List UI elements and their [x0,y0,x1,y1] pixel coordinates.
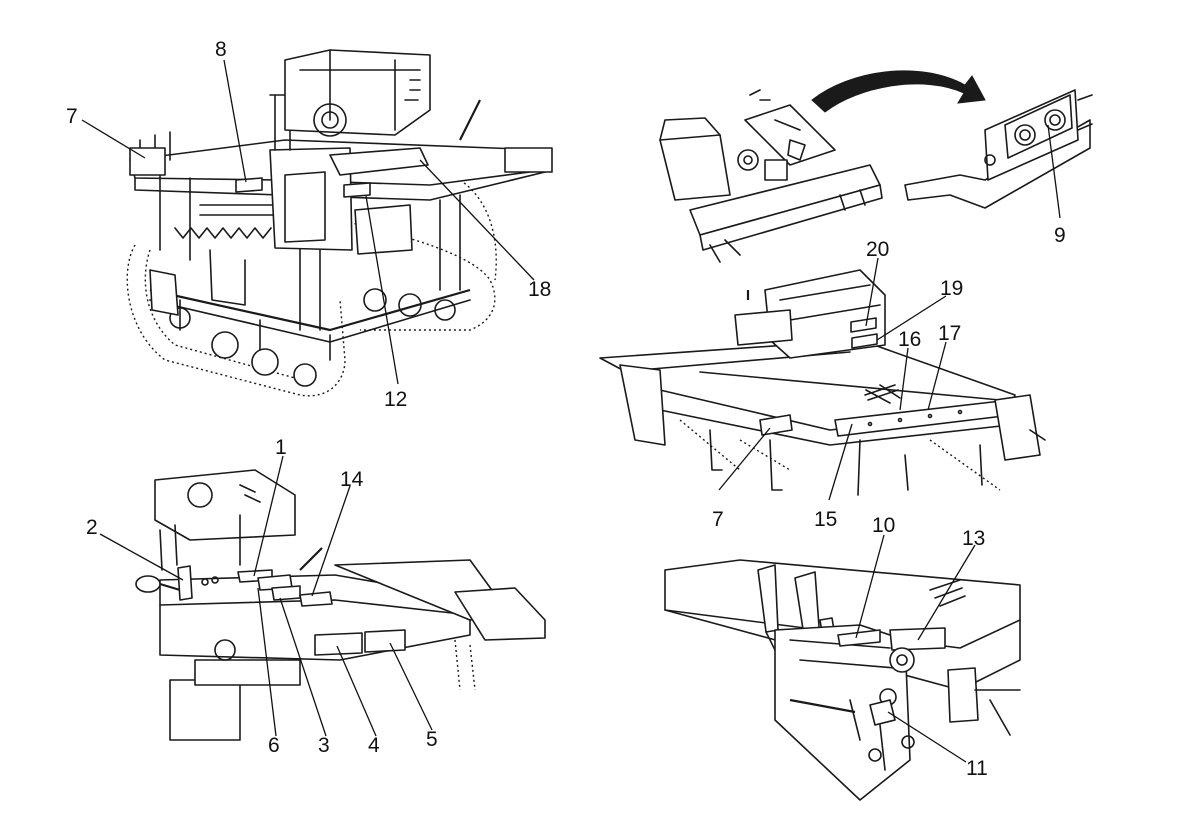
callout-19: 19 [940,277,963,300]
leader-lines [81,59,1061,763]
callout-4: 4 [368,734,380,757]
lever-closeup-view [664,559,1021,801]
machine-tracked-view [126,49,553,397]
callout-10: 10 [872,514,895,537]
callout-14: 14 [340,468,364,491]
callout-13: 13 [962,527,985,550]
switch-panel-detail-view [659,70,1093,263]
callout-9: 9 [1054,224,1066,247]
callout-1: 1 [275,436,287,459]
callout-11: 11 [966,757,988,780]
table-and-head-view [599,269,1046,496]
callout-labels: 7 8 12 18 9 20 19 16 17 7 15 1 2 14 6 3 … [66,38,1066,780]
callout-7-mid: 7 [712,508,724,531]
callout-7-top: 7 [66,105,78,128]
control-side-view [135,469,546,741]
callout-18: 18 [528,278,551,301]
callout-15: 15 [814,508,837,531]
callout-16: 16 [898,328,921,351]
callout-3: 3 [318,734,330,757]
callout-12: 12 [384,388,407,411]
callout-6: 6 [268,734,280,757]
callout-2: 2 [86,516,98,539]
callout-20: 20 [866,238,889,261]
callout-5: 5 [426,728,438,751]
callout-8: 8 [215,38,227,61]
callout-17: 17 [938,322,961,345]
